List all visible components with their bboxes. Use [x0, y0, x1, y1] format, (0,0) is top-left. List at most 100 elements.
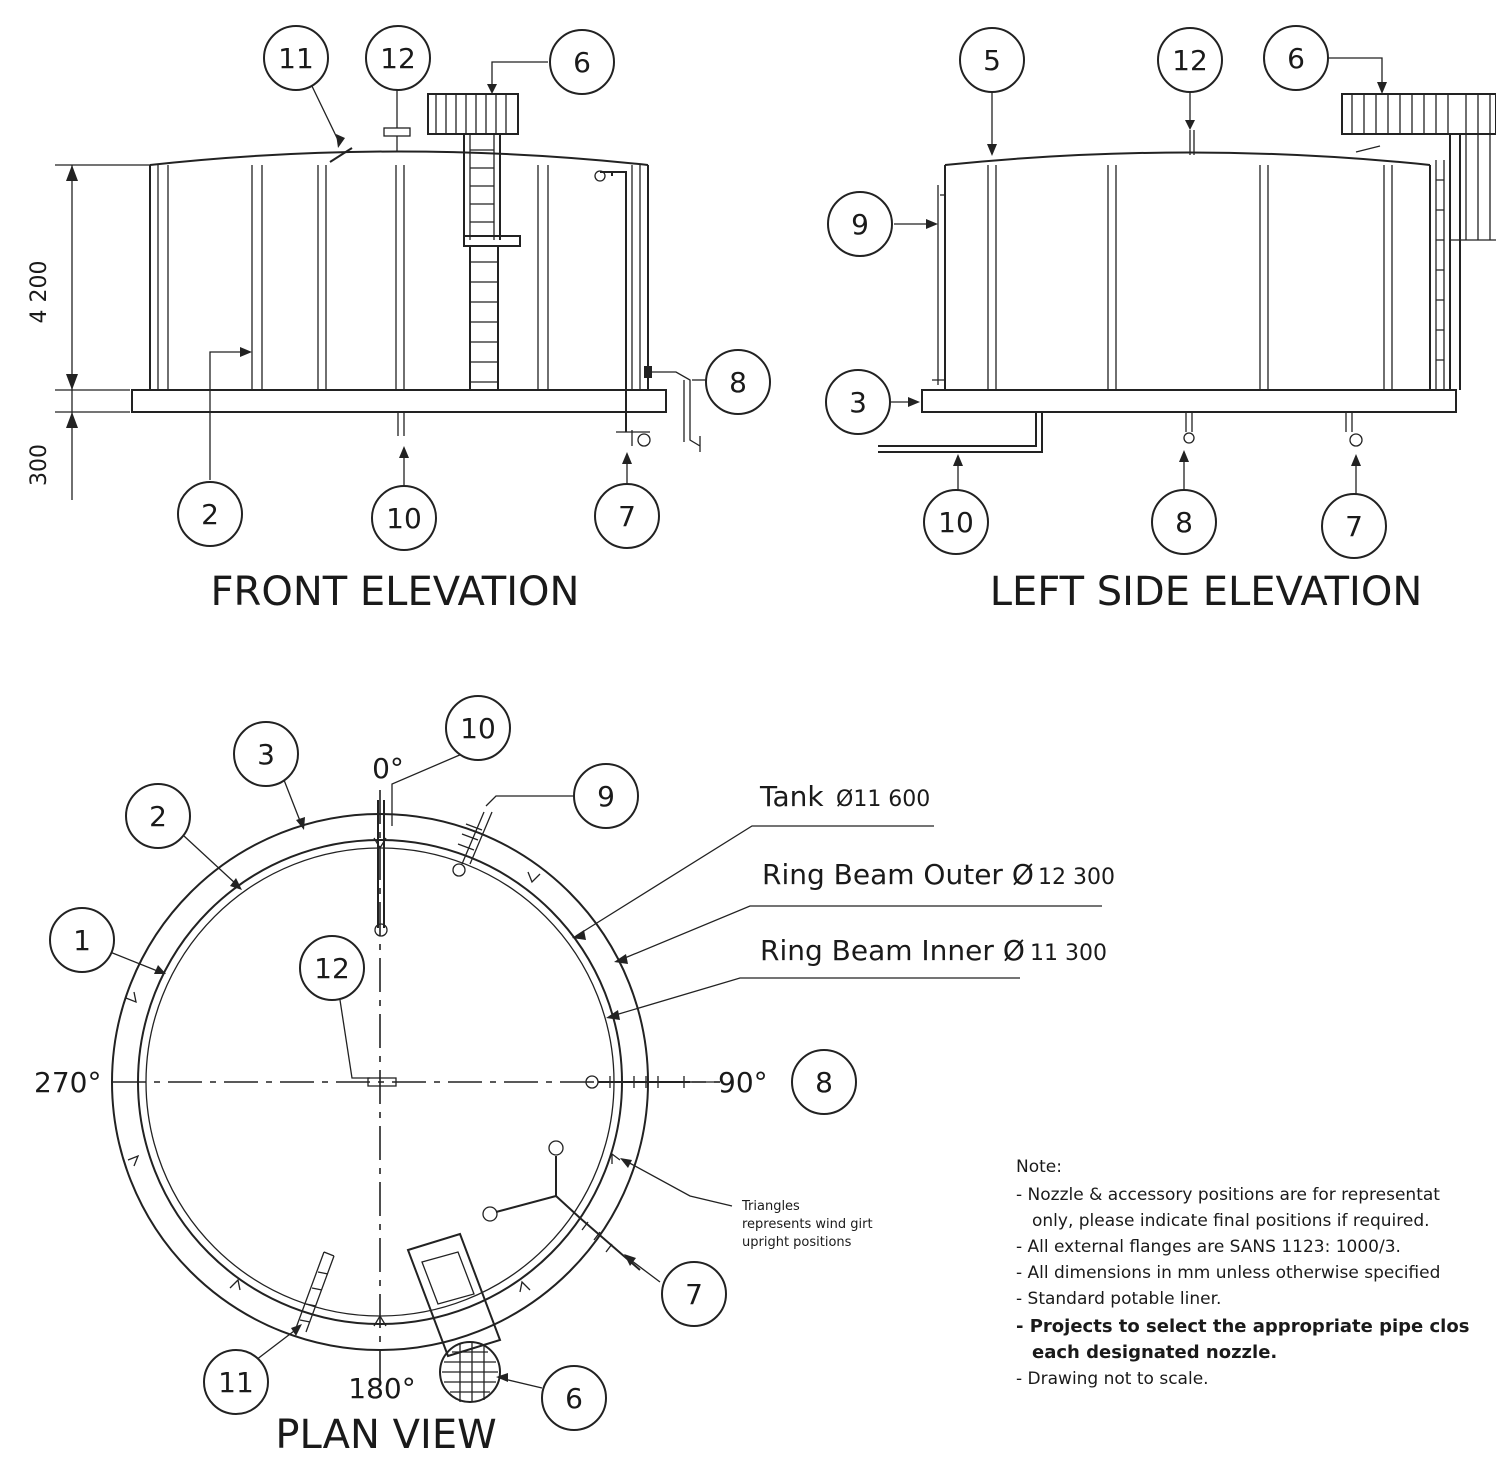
- balloon-7: 7: [594, 483, 660, 549]
- front-balloons: 11 12 6 8 2 10 7: [177, 25, 771, 551]
- front-pipe-7: [594, 170, 651, 447]
- svg-text:8: 8: [1175, 506, 1193, 539]
- svg-text:5: 5: [983, 44, 1001, 77]
- svg-text:2: 2: [201, 498, 219, 531]
- front-uprights: [157, 165, 641, 390]
- svg-text:10: 10: [938, 506, 974, 539]
- svg-text:8: 8: [729, 366, 747, 399]
- ring-beam-inner-diameter: 11 300: [1030, 941, 1107, 966]
- triangles-note-2: represents wind girt: [742, 1217, 873, 1232]
- balloon-8-plan: 8: [791, 1049, 857, 1115]
- plan-view-title: PLAN VIEW: [275, 1412, 496, 1458]
- front-shell: [149, 165, 649, 390]
- front-roof: [149, 150, 649, 166]
- svg-text:1: 1: [73, 924, 91, 957]
- front-elevation: 4 200 300: [27, 25, 771, 615]
- left-ladder: [1341, 93, 1496, 390]
- plan-platform-6: [406, 1232, 502, 1403]
- balloon-6: 6: [549, 29, 615, 95]
- left-shell: [944, 165, 1431, 390]
- svg-text:9: 9: [851, 208, 869, 241]
- balloon-10: 10: [371, 485, 437, 551]
- front-elevation-title: FRONT ELEVATION: [211, 569, 580, 615]
- plan-balloons: 3 10 2 9 1 12 8 7 11 6: [49, 695, 857, 1431]
- svg-text:12: 12: [380, 42, 416, 75]
- left-leaders: [890, 57, 1387, 494]
- balloon-10-left: 10: [923, 489, 989, 555]
- svg-text:6: 6: [1287, 42, 1305, 75]
- note-line-4: - All dimensions in mm unless otherwise …: [1016, 1263, 1440, 1283]
- plan-nozzle-10: [374, 800, 388, 937]
- note-line-2: only, please indicate final positions if…: [1032, 1211, 1430, 1231]
- front-vent: [383, 127, 411, 152]
- angle-180: 180°: [348, 1372, 415, 1405]
- balloon-8: 8: [705, 349, 771, 415]
- tank-diameter: Ø11 600: [836, 787, 930, 812]
- balloon-2: 2: [177, 481, 243, 547]
- balloon-3-plan: 3: [233, 721, 299, 787]
- left-elevation: 5 12 6 9 3 10 8 7 LEFT SIDE ELEVATION: [825, 25, 1496, 615]
- balloon-12-left: 12: [1157, 27, 1223, 93]
- svg-text:6: 6: [565, 1382, 583, 1415]
- dim-height: 4 200: [27, 261, 52, 324]
- balloon-11: 11: [263, 25, 329, 91]
- balloon-7-left: 7: [1321, 493, 1387, 559]
- left-manhole: [932, 185, 945, 385]
- tank-label: Tank: [759, 780, 824, 813]
- balloon-7-plan: 7: [661, 1261, 727, 1327]
- angle-0: 0°: [372, 752, 404, 785]
- plan-nozzle-9: [452, 811, 493, 877]
- note-bold-1: - Projects to select the appropriate pip…: [1016, 1316, 1469, 1337]
- plan-nozzle-7: [482, 1140, 641, 1271]
- svg-text:2: 2: [149, 800, 167, 833]
- balloon-11-plan: 11: [203, 1349, 269, 1415]
- ring-beam-outer-diameter: 12 300: [1038, 865, 1115, 890]
- svg-text:7: 7: [685, 1278, 703, 1311]
- front-drain: [397, 412, 405, 436]
- balloon-5: 5: [959, 27, 1025, 93]
- plan-nozzle-8: [585, 1075, 690, 1089]
- svg-text:9: 9: [597, 780, 615, 813]
- dim-base: 300: [27, 444, 52, 486]
- note-last: - Drawing not to scale.: [1016, 1369, 1209, 1389]
- plan-callouts: Tank Ø11 600 Ring Beam Outer Ø 12 300 Ri…: [741, 780, 1115, 1250]
- left-balloons: 5 12 6 9 3 10 8 7: [825, 25, 1387, 559]
- front-dimension: 4 200 300: [27, 164, 150, 500]
- svg-text:12: 12: [1172, 44, 1208, 77]
- front-hatch: [329, 147, 353, 163]
- svg-text:3: 3: [257, 738, 275, 771]
- svg-text:3: 3: [849, 386, 867, 419]
- balloon-10-plan: 10: [445, 695, 511, 761]
- svg-text:11: 11: [218, 1366, 254, 1399]
- note-line-3: - All external flanges are SANS 1123: 10…: [1016, 1237, 1401, 1257]
- note-line-5: - Standard potable liner.: [1016, 1289, 1221, 1309]
- left-uprights: [987, 165, 1393, 390]
- balloon-8-left: 8: [1151, 489, 1217, 555]
- triangles-note-3: upright positions: [742, 1235, 852, 1250]
- svg-text:12: 12: [314, 952, 350, 985]
- balloon-12-plan: 12: [299, 935, 365, 1001]
- front-ladder: [427, 93, 521, 390]
- front-ring-beam: [131, 389, 667, 413]
- svg-text:10: 10: [460, 712, 496, 745]
- notes-block: Note: - Nozzle & accessory positions are…: [1016, 1157, 1469, 1389]
- wind-girt-triangles: [125, 837, 621, 1327]
- front-pipe-8: [644, 366, 701, 452]
- svg-text:11: 11: [278, 42, 314, 75]
- left-elevation-title: LEFT SIDE ELEVATION: [990, 569, 1423, 615]
- ring-beam-inner-label: Ring Beam Inner Ø: [760, 934, 1025, 967]
- note-bold-2: each designated nozzle.: [1032, 1342, 1277, 1363]
- left-ring-beam: [921, 389, 1457, 413]
- left-pipes: [878, 412, 1363, 453]
- notes-heading: Note:: [1016, 1157, 1062, 1177]
- plan-nozzle-12: [367, 1077, 397, 1087]
- balloon-9: 9: [827, 191, 893, 257]
- ring-beam-outer-label: Ring Beam Outer Ø: [762, 858, 1034, 891]
- angle-270: 270°: [34, 1066, 101, 1099]
- svg-text:8: 8: [815, 1066, 833, 1099]
- front-leaders: [209, 61, 706, 486]
- balloon-9-plan: 9: [573, 763, 639, 829]
- angle-90: 90°: [718, 1066, 768, 1099]
- svg-text:6: 6: [573, 46, 591, 79]
- note-line-1: - Nozzle & accessory positions are for r…: [1016, 1185, 1440, 1205]
